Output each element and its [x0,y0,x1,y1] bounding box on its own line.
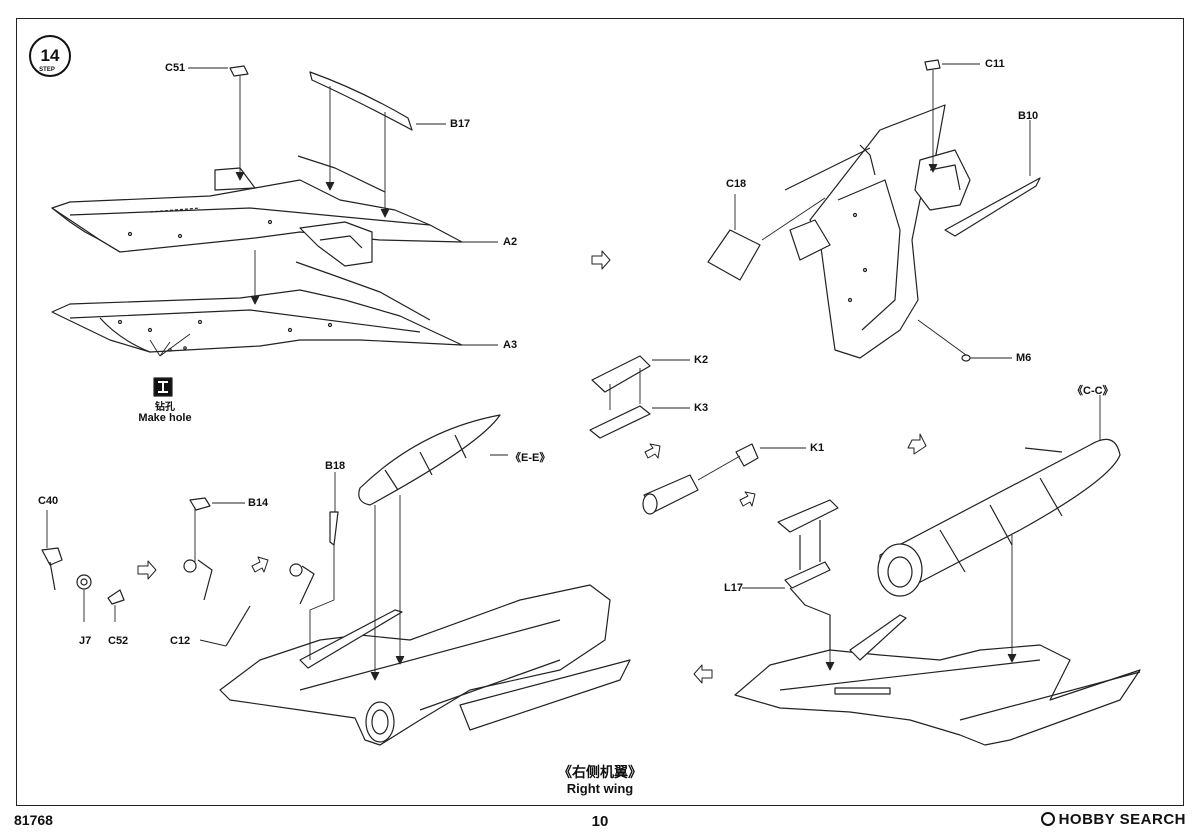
watermark-text: HOBBY SEARCH [1058,811,1186,828]
drill-hole-icon [153,377,173,397]
right-wing-assembly-right [734,614,1141,746]
label-k3: K3 [694,402,709,414]
label-b10: B10 [1018,110,1039,122]
label-m6: M6 [1016,352,1032,364]
l17-parts [777,499,839,650]
part-m6 [961,354,971,362]
label-j7: J7 [79,635,92,647]
label-b17: B17 [450,118,471,130]
fuselage-section [784,104,971,359]
part-b17 [309,71,413,131]
caption-en: Right wing [566,781,634,796]
label-c11: C11 [985,58,1005,70]
gear-parts-left [41,497,339,647]
make-hole-cn: 钻孔 [155,402,175,413]
exhaust-parts [589,355,759,515]
flow-arrows [137,250,927,684]
label-c18: C18 [726,178,747,190]
wing-lower-a3 [51,261,463,353]
watermark: HOBBY SEARCH [1040,811,1186,828]
make-hole-en: Make hole [138,412,192,424]
part-c51 [229,65,249,77]
wing-upper-a2 [51,155,463,267]
step-label: STEP [39,67,55,73]
label-section-cc: 《C-C》 [1072,385,1114,397]
label-a3: A3 [503,339,518,351]
label-a2: A2 [503,236,518,248]
fuel-tank-cc [877,438,1121,597]
label-b18: B18 [325,460,346,472]
label-c52: C52 [108,635,129,647]
watermark-logo-icon [1040,812,1055,826]
caption-cn: 《右侧机翼》 [558,764,642,780]
label-c51: C51 [165,62,186,74]
label-k2: K2 [694,354,709,366]
fuel-tank-ee [358,414,501,506]
label-c40: C40 [38,495,59,507]
part-c18 [707,229,761,281]
product-number: 81768 [14,812,53,828]
part-b10-probe [944,177,1041,237]
label-b14: B14 [248,497,269,509]
step-badge: 14 STEP [29,35,71,77]
part-c11 [924,59,941,71]
step-number: 14 [41,46,60,65]
label-l17: L17 [724,582,743,594]
page-number: 10 [591,813,609,830]
label-k1: K1 [810,442,825,454]
label-c12: C12 [170,635,191,647]
label-section-ee: 《E-E》 [510,452,551,464]
right-wing-assembly-left [219,584,631,746]
